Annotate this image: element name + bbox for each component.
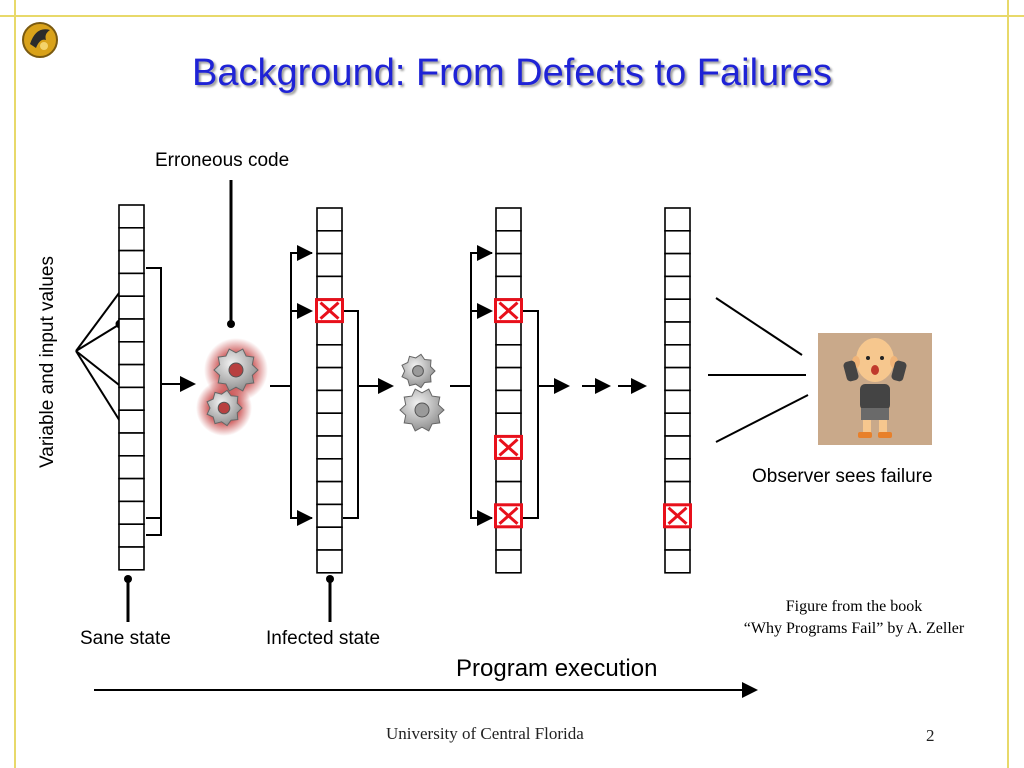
state-cell (495, 366, 522, 392)
state-cell (118, 454, 145, 480)
pegasus-logo-icon (22, 22, 58, 58)
observer-sight-lines (708, 297, 809, 443)
state-cell (316, 412, 343, 437)
state-cell (664, 321, 691, 346)
state-cell (118, 272, 145, 297)
state-cell (118, 546, 145, 571)
state-cell (664, 207, 691, 232)
state-cell (118, 409, 145, 434)
program-gears-icon (399, 353, 445, 432)
state-cell (664, 343, 691, 369)
state-cell (118, 477, 145, 503)
variables-label: Variable and input values (37, 256, 58, 468)
failure-state-column (663, 207, 692, 574)
state-cell (118, 523, 145, 548)
state-cell (495, 480, 522, 506)
erroneous-code-gears-icon (196, 338, 268, 436)
program-execution-label: Program execution (456, 655, 658, 682)
state-cell (118, 500, 145, 525)
program-state-columns (118, 204, 692, 574)
propagated-state-column (494, 207, 523, 574)
sane-state-bracket (146, 267, 196, 536)
sane-state-label: Sane state (80, 628, 171, 649)
state-cell (118, 249, 145, 275)
state-cell (316, 457, 343, 483)
state-cell (118, 386, 145, 411)
credit-line-2: “Why Programs Fail” by A. Zeller (743, 620, 965, 637)
state-cell (316, 230, 343, 255)
state-cell (664, 480, 691, 506)
infected-state-label: Infected state (266, 628, 381, 649)
state-cell (118, 227, 145, 252)
state-cell (495, 343, 522, 369)
sane-state-column (118, 204, 145, 571)
state-cell (316, 480, 343, 506)
state-cell (316, 207, 343, 232)
infected-cell-marker-icon (494, 503, 523, 529)
state-cell (316, 435, 343, 460)
state-cell (664, 389, 691, 414)
state-cell (664, 526, 691, 551)
state-cell (495, 321, 522, 346)
infected-state-dot (326, 575, 334, 583)
infected-state-column (315, 207, 344, 574)
state-cell (316, 275, 343, 300)
state-2-brackets (270, 245, 394, 526)
footer-institution: University of Central Florida (386, 724, 584, 743)
state-cell (495, 230, 522, 255)
state-cell (316, 321, 343, 346)
infected-cell-marker-icon (315, 298, 344, 324)
state-cell (664, 298, 691, 323)
state-cell (118, 204, 145, 229)
slide-title: Background: From Defects to Failures (192, 52, 832, 94)
observer-person-icon (818, 333, 932, 445)
infected-cell-marker-icon (494, 298, 523, 324)
infected-cell-marker-icon (494, 434, 523, 460)
state-cell (118, 363, 145, 389)
page-number: 2 (926, 726, 935, 745)
state-cell (316, 503, 343, 528)
state-cell (316, 526, 343, 551)
state-cell (664, 275, 691, 300)
state-cell (664, 457, 691, 483)
state-cell (664, 252, 691, 278)
infected-cell-marker-icon (663, 503, 692, 529)
state-cell (495, 207, 522, 232)
state-cell (664, 435, 691, 460)
credit-line-1: Figure from the book (785, 598, 923, 615)
state-cell (664, 366, 691, 392)
state-cell (495, 412, 522, 437)
state-cell (118, 295, 145, 320)
erroneous-code-label: Erroneous code (155, 150, 290, 171)
state-cell (664, 549, 691, 574)
state-cell (664, 230, 691, 255)
state-cell (316, 343, 343, 369)
state-cell (495, 252, 522, 278)
sane-state-dot (124, 575, 132, 583)
state-cell (316, 252, 343, 278)
state-cell (495, 457, 522, 483)
state-cell (495, 389, 522, 414)
observer-label: Observer sees failure (752, 466, 933, 487)
state-cell (316, 549, 343, 574)
state-cell (316, 366, 343, 392)
state-cell (118, 340, 145, 366)
state-cell (316, 389, 343, 414)
state-cell (495, 275, 522, 300)
erroneous-code-dot (227, 320, 235, 328)
state-cell (495, 526, 522, 551)
state-cell (664, 412, 691, 437)
state-cell (495, 549, 522, 574)
state-cell (118, 318, 145, 343)
state-cell (118, 432, 145, 457)
state-3-brackets (450, 245, 570, 526)
